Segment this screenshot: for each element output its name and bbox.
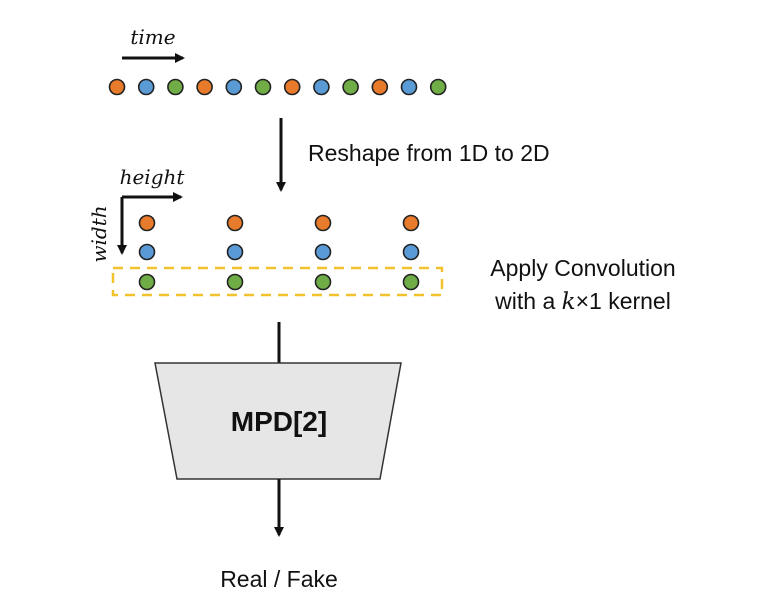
convolution-label-line2: with a k×1 kernel — [494, 288, 671, 315]
sequence-sample-orange — [283, 78, 301, 96]
grid-sample-blue — [402, 243, 420, 261]
reshape-label: Reshape from 1D to 2D — [308, 140, 550, 166]
time-label: time — [130, 25, 175, 49]
grid-sample-orange — [402, 214, 420, 232]
grid-sample-green — [402, 273, 420, 291]
sequence-sample-blue — [225, 78, 243, 96]
grid-sample-blue — [314, 243, 332, 261]
height-label: height — [120, 165, 186, 189]
mpd-block-label: MPD[2] — [231, 406, 327, 437]
grid-sample-orange — [314, 214, 332, 232]
sequence-sample-blue — [400, 78, 418, 96]
grid-sample-blue — [226, 243, 244, 261]
grid-sample-green — [314, 273, 332, 291]
width-label: width — [87, 205, 111, 262]
grid-2d — [138, 214, 420, 291]
sequence-sample-blue — [137, 78, 155, 96]
grid-sample-green — [226, 273, 244, 291]
convolution-label-line1: Apply Convolution — [490, 255, 675, 281]
sequence-sample-green — [429, 78, 447, 96]
sequence-sample-orange — [371, 78, 389, 96]
grid-sample-orange — [138, 214, 156, 232]
sequence-sample-green — [167, 78, 184, 96]
sequence-sample-blue — [313, 78, 330, 96]
sequence-sample-green — [342, 78, 359, 96]
sequence-1d — [108, 78, 447, 96]
conv-suffix: ×1 kernel — [576, 288, 671, 314]
sequence-sample-green — [254, 78, 272, 96]
conv-prefix: with a — [494, 288, 561, 314]
output-label: Real / Fake — [220, 566, 338, 592]
grid-sample-blue — [138, 243, 156, 261]
sequence-sample-orange — [108, 78, 126, 96]
grid-sample-orange — [226, 214, 244, 232]
conv-k-symbol: k — [562, 289, 576, 315]
kernel-highlight-box — [111, 266, 444, 297]
sequence-sample-orange — [196, 78, 213, 96]
mpd-block — [154, 362, 402, 480]
grid-sample-green — [138, 273, 156, 291]
